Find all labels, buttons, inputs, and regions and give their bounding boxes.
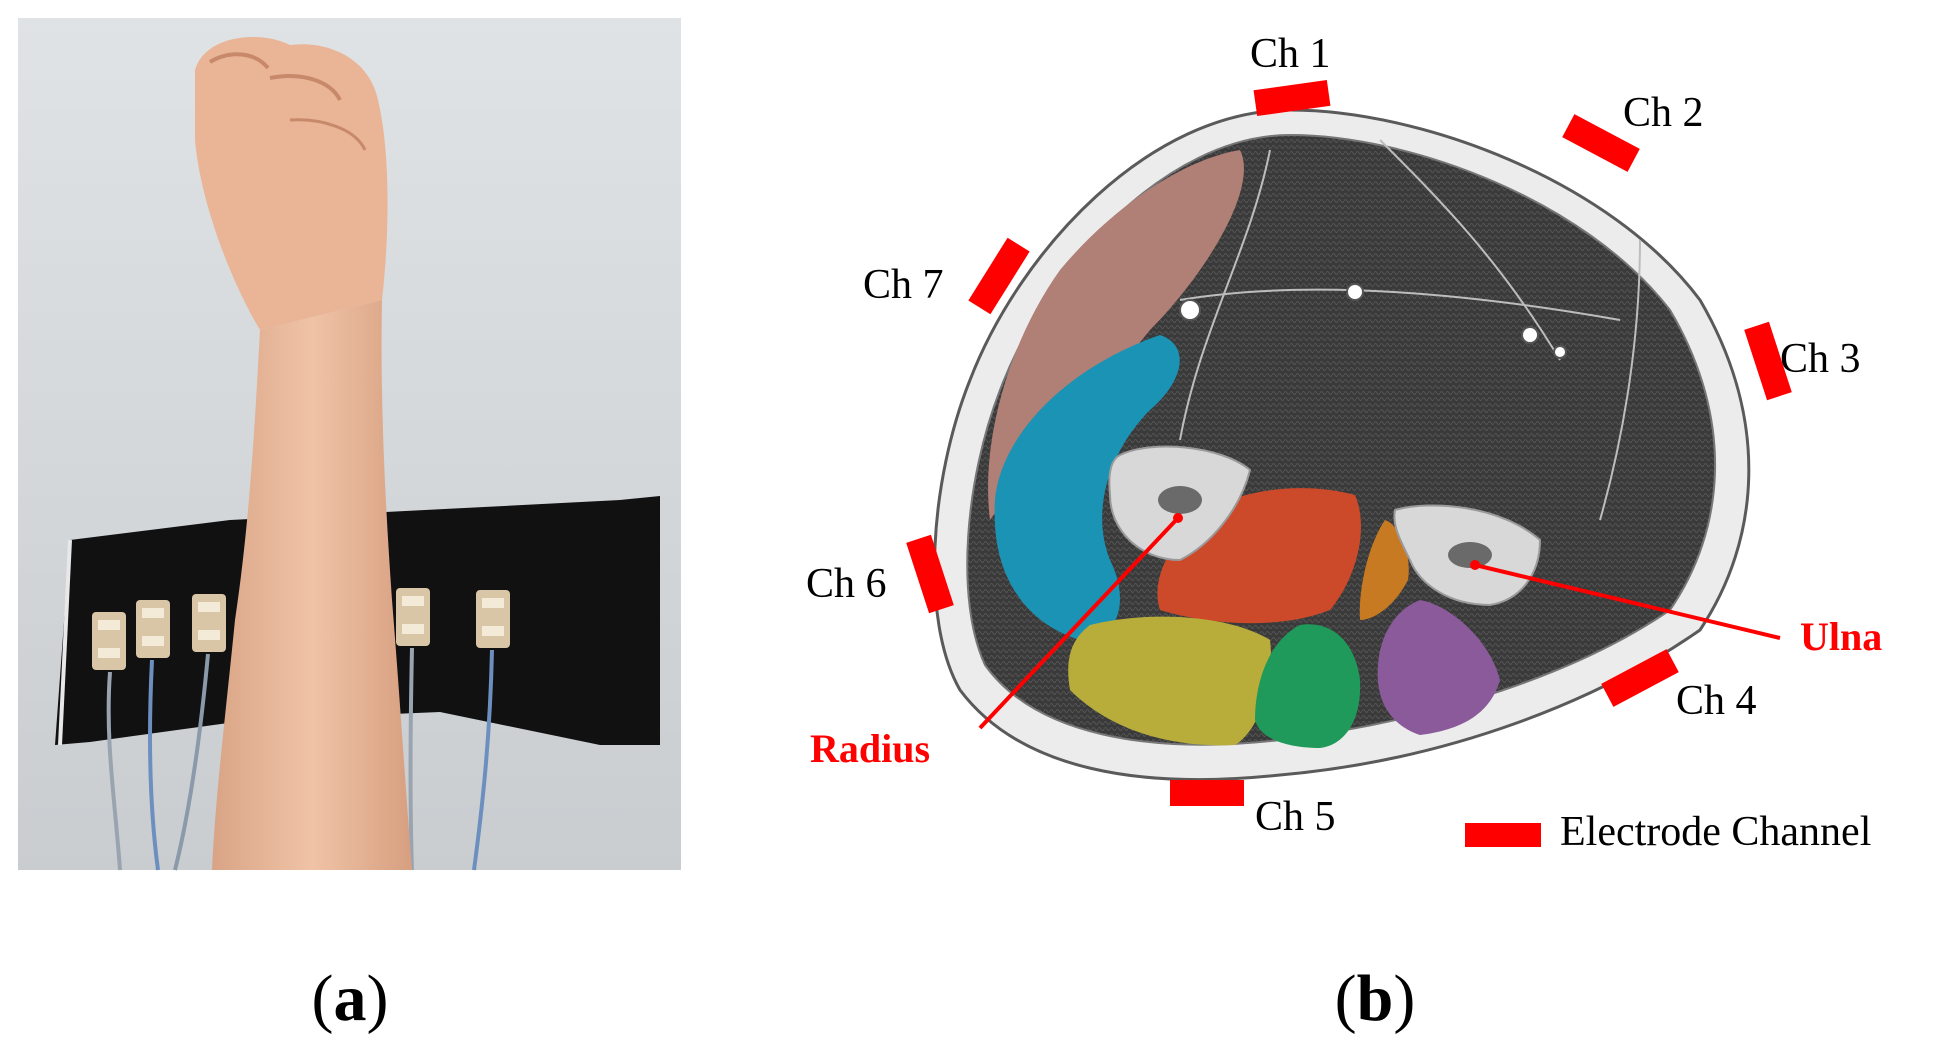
radius-label: Radius [810,726,930,771]
electrode-ch5 [1170,780,1244,806]
channel-labels: Ch 1 Ch 2 Ch 3 Ch 4 Ch 5 Ch 6 Ch 7 [806,31,1861,840]
panel-label-b: (b) [1335,962,1416,1035]
electrode-pads [92,588,510,670]
bone-annotations: Radius Ulna [810,513,1882,771]
electrode-ch3 [1744,321,1792,401]
label-ch4: Ch 4 [1676,678,1757,724]
label-ch3: Ch 3 [1780,336,1861,382]
electrode-ch7 [968,237,1030,315]
electrode-ch1 [1253,79,1331,117]
muscle-orange [1359,520,1409,620]
ulna-pointer [1474,563,1781,640]
arm [212,300,412,870]
muscle-green [1255,624,1361,748]
label-ch1: Ch 1 [1250,31,1331,77]
legend-electrode-swatch [1465,823,1541,847]
radius-pointer [978,516,1180,730]
ulna-label: Ulna [1800,614,1882,659]
legend-label: Electrode Channel [1560,809,1871,855]
photo-panel-a [18,18,681,871]
muscle-blue [994,335,1180,640]
label-ch7: Ch 7 [863,262,944,308]
legend: Electrode Channel [1465,809,1871,855]
panel-label-a: (a) [312,962,389,1035]
label-ch5: Ch 5 [1255,794,1336,840]
electrode-ch6 [906,534,954,614]
label-ch2: Ch 2 [1623,90,1704,136]
label-ch6: Ch 6 [806,561,887,607]
electrode-wires [106,647,494,871]
electrode-ch2 [1562,114,1640,172]
electrode-ch4 [1601,649,1679,707]
fist [195,37,388,331]
electrode-markers [906,79,1792,806]
muscle-yellow [1068,616,1271,746]
muscle-purple [1377,600,1500,735]
cross-section-diagram [933,108,1751,782]
